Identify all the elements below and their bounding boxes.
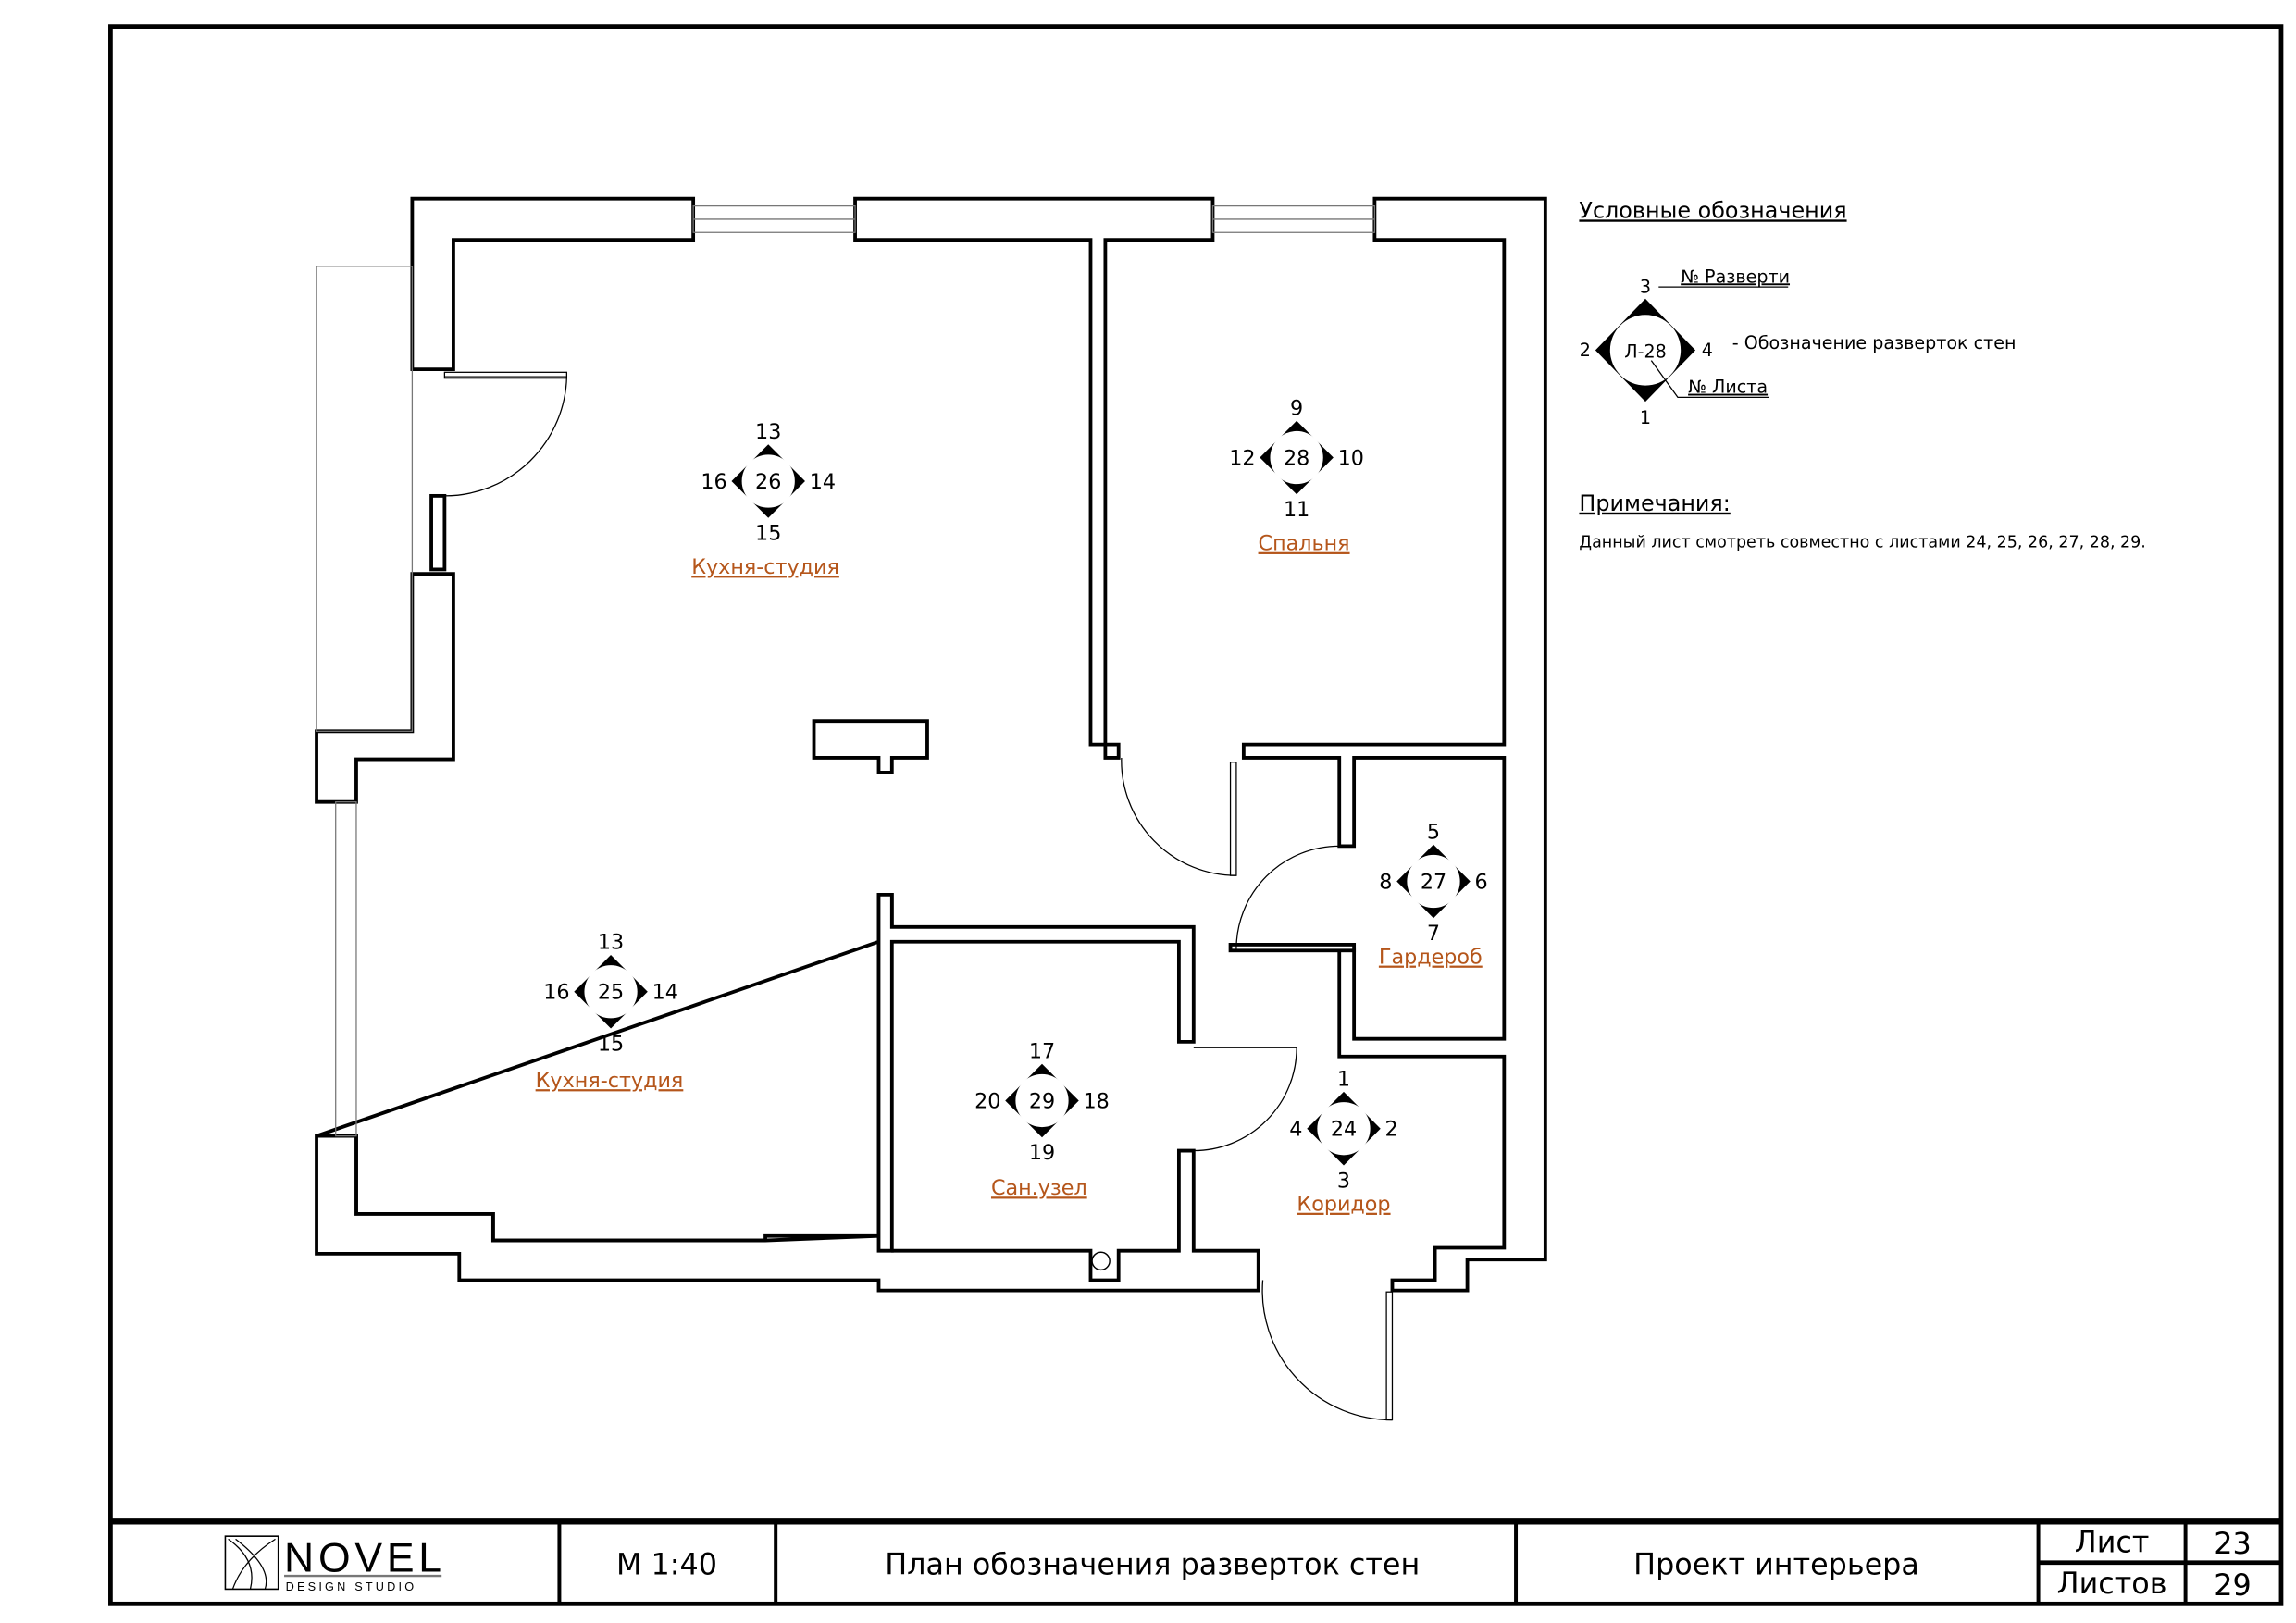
legend-sheet: Л-28 [1624, 341, 1667, 362]
novel-logo: NOVEL DESIGN STUDIO [224, 1535, 446, 1593]
room-label: Сан.узел [991, 1176, 1087, 1200]
title-block: NOVEL DESIGN STUDIO М 1:40 План обозначе… [110, 1518, 2281, 1604]
room-label: Кухня-студия [536, 1069, 684, 1093]
marker-sheet-number: 29 [1029, 1089, 1055, 1113]
marker-num-left: 4 [1289, 1118, 1302, 1142]
marker-sheet-number: 25 [598, 981, 624, 1005]
drawing-title: План обозначения разверток стен [885, 1548, 1420, 1582]
legend-title: Условные обозначения [1579, 197, 1846, 223]
legend-arrow-sheet [1650, 360, 1769, 398]
sheet-frame [108, 24, 2284, 1606]
sheet-label: Лист [2075, 1526, 2150, 1560]
svg-text:DESIGN STUDIO: DESIGN STUDIO [286, 1580, 417, 1593]
sheet-value: 23 [2214, 1527, 2251, 1561]
room-label: Гардероб [1379, 946, 1483, 970]
room-label: Кухня-студия [691, 555, 839, 579]
room-label: Коридор [1297, 1193, 1390, 1217]
marker-sheet-number: 27 [1421, 870, 1446, 894]
legend-num-bottom: 1 [1640, 408, 1651, 428]
marker-num-right: 10 [1338, 447, 1364, 471]
marker-num-bottom: 15 [755, 522, 781, 546]
marker-circle [1407, 854, 1460, 909]
marker-num-top: 13 [755, 420, 781, 444]
marker-num-left: 16 [701, 470, 726, 494]
marker-circle [584, 965, 638, 1019]
marker-num-left: 16 [543, 981, 569, 1005]
svg-text:NOVEL: NOVEL [284, 1535, 446, 1580]
marker-num-right: 2 [1385, 1118, 1398, 1142]
marker-num-bottom: 19 [1029, 1141, 1055, 1165]
floor-plan [315, 196, 1547, 1421]
project-name: Проект интерьера [1633, 1548, 1919, 1582]
room-label: Спальня [1259, 532, 1350, 556]
marker-sheet-number: 24 [1331, 1118, 1357, 1142]
sheets-label: Листов [2057, 1567, 2167, 1601]
marker-sheet-number: 28 [1284, 447, 1309, 471]
notes-title: Примечания: [1579, 490, 1730, 516]
marker-circle [1317, 1102, 1371, 1156]
legend-unfold-label: № Разверти [1681, 266, 1790, 287]
legend: Условные обозначения Л-28 3 4 1 2 № Разв… [1579, 197, 2145, 551]
legend-num-top: 3 [1640, 277, 1651, 297]
marker-num-right: 6 [1475, 870, 1488, 894]
marker-num-left: 8 [1379, 870, 1392, 894]
notes-text: Данный лист смотреть совместно с листами… [1579, 534, 2145, 552]
legend-sheet-label: № Листа [1688, 378, 1768, 398]
marker-num-right: 18 [1084, 1089, 1110, 1113]
marker-num-bottom: 15 [598, 1032, 624, 1056]
marker-num-bottom: 3 [1337, 1169, 1350, 1193]
marker-num-bottom: 7 [1427, 922, 1440, 946]
marker-circle [1015, 1073, 1069, 1128]
marker-num-top: 1 [1337, 1068, 1350, 1092]
room-markers: 2613141516Кухня-студия289101112Спальня27… [536, 396, 1488, 1216]
legend-num-right: 4 [1702, 341, 1713, 361]
scale-label: М 1:40 [616, 1548, 717, 1582]
marker-num-bottom: 11 [1284, 498, 1309, 522]
marker-num-left: 12 [1229, 447, 1255, 471]
marker-num-right: 14 [810, 470, 836, 494]
legend-num-left: 2 [1580, 341, 1591, 361]
marker-num-right: 14 [652, 981, 678, 1005]
marker-circle [741, 454, 795, 508]
sheets-value: 29 [2214, 1568, 2251, 1603]
marker-circle [1270, 430, 1323, 485]
marker-sheet-number: 26 [755, 470, 781, 494]
marker-num-top: 5 [1427, 820, 1440, 844]
legend-marker-circle [1609, 315, 1682, 386]
marker-num-left: 20 [974, 1089, 1000, 1113]
marker-num-top: 9 [1290, 396, 1303, 420]
marker-num-top: 17 [1029, 1039, 1055, 1063]
marker-num-top: 13 [598, 931, 624, 955]
legend-description: - Обозначение разверток стен [1732, 333, 2017, 353]
